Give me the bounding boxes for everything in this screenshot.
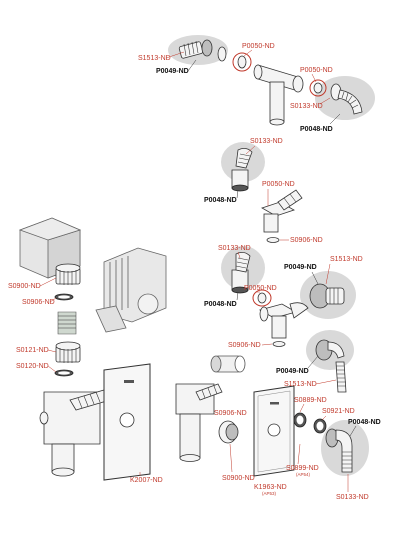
corrugated-hose-rb — [335, 361, 347, 393]
label-s0889: S0889-ND — [294, 397, 327, 404]
label-s0120-left: S0120-ND — [16, 363, 49, 370]
seal-highlight-lower — [252, 289, 272, 307]
seal-highlight — [232, 52, 252, 72]
center-siphon-body — [175, 383, 223, 462]
label-p0050-top-2: P0050-ND — [300, 67, 333, 74]
siphon-body-part — [39, 389, 111, 477]
label-p0050-top: P0050-ND — [242, 43, 275, 50]
nut-part-1 — [55, 263, 81, 285]
label-p0050-lower: P0050-ND — [244, 285, 277, 292]
label-p0048-lower: P0048-ND — [204, 301, 237, 308]
label-s0906-mid: S0906-ND — [290, 237, 323, 244]
left-assembly: S0900-ND S0906-ND S0121-ND S0120-ND K200… — [8, 217, 167, 484]
housing-part — [95, 247, 167, 333]
right-bottom-assembly: P0049-ND S1513-ND S0889-ND S0921-ND P004… — [276, 330, 381, 501]
label-k2007: K2007-ND — [130, 477, 163, 484]
branch-tee-lower — [258, 302, 309, 339]
elbow-connector-rb — [315, 339, 345, 361]
seal-highlight-2 — [309, 79, 327, 97]
label-s1513-rb: S1513-ND — [284, 381, 317, 388]
middle-assembly: S0133-ND P0048-ND P0050-ND S0906-ND — [204, 138, 323, 244]
label-s0906-lower: S0906-ND — [228, 342, 261, 349]
label-p0049-lower: P0049-ND — [284, 264, 317, 271]
label-s0133-rb: S0133-ND — [336, 494, 369, 501]
t-piece-part — [253, 64, 304, 126]
label-k1963: K1963-ND — [254, 484, 287, 491]
label-p0048-rb: P0048-ND — [348, 419, 381, 426]
label-s1513-lower: S1513-ND — [330, 256, 363, 263]
seal-part-2 — [313, 82, 323, 94]
center-nut-part — [218, 420, 239, 444]
label-k1963-sub: (AP53) — [262, 491, 277, 496]
label-p0050-mid: P0050-ND — [262, 181, 295, 188]
label-s0899: S0899-ND — [286, 465, 319, 472]
label-s0900-center: S0900-ND — [222, 475, 255, 482]
ring-part — [217, 46, 227, 62]
ring-lower — [272, 341, 286, 347]
label-s0899-sub: (AP54) — [296, 472, 311, 477]
branch-tee-mid — [261, 189, 303, 233]
label-s1513-top: S1513-ND — [138, 55, 171, 62]
cover-plate-k2007 — [103, 363, 151, 481]
label-p0048-top: P0048-ND — [300, 126, 333, 133]
threaded-adapter-lower — [309, 283, 345, 309]
center-assembly: S0906-ND S0900-ND K1963-ND (AP53) S0899-… — [175, 355, 319, 496]
label-p0049-top: P0049-ND — [156, 68, 189, 75]
seal-part — [237, 55, 247, 69]
seal-part-rb — [313, 418, 327, 434]
seal-part-lower — [257, 292, 267, 304]
label-s0906-center: S0906-ND — [214, 410, 247, 417]
label-s0906-left: S0906-ND — [22, 299, 55, 306]
corrugated-hose-part — [330, 83, 363, 115]
elbow-connector-rb-2 — [325, 428, 353, 473]
label-p0049-rb: P0049-ND — [276, 368, 309, 375]
elbow-connector-mid — [231, 148, 253, 192]
label-s0921: S0921-ND — [322, 408, 355, 415]
elbow-connector-lower — [231, 252, 251, 294]
box-cover-part — [18, 217, 82, 279]
label-s0133-top: S0133-ND — [290, 103, 323, 110]
label-s0121-left: S0121-ND — [16, 347, 49, 354]
threaded-adapter-part — [178, 39, 213, 59]
label-p0048-mid: P0048-ND — [204, 197, 237, 204]
filter-part — [57, 311, 77, 335]
cover-plate-k1963 — [253, 385, 295, 477]
cap-part — [210, 355, 246, 373]
label-s0133-lower: S0133-ND — [218, 245, 251, 252]
label-s0133-mid: S0133-ND — [250, 138, 283, 145]
ring-part-rb — [293, 412, 307, 428]
ring-mid — [266, 237, 280, 243]
nut-part-2 — [55, 341, 81, 363]
label-s0900-left: S0900-ND — [8, 283, 41, 290]
top-assembly: S1513-ND P0049-ND P0050-ND P0050-ND S013… — [138, 35, 375, 133]
lower-assembly: S0133-ND S1513-ND P0049-ND P0048-ND P005… — [204, 245, 363, 349]
